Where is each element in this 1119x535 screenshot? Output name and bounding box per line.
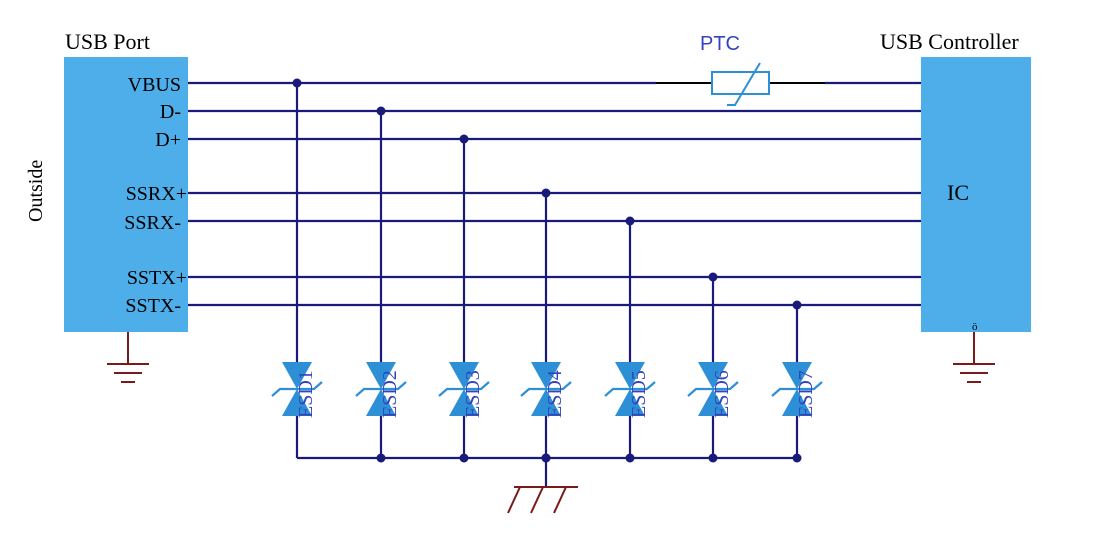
esd-label: ESD7 [795, 370, 817, 418]
ground-symbols [107, 332, 995, 514]
usb-port-title: USB Port [65, 29, 150, 54]
tvs-zener-bar [438, 381, 490, 397]
junction-dot [792, 453, 802, 463]
pin-label-sstx-minus: SSTX- [125, 295, 181, 317]
junction-dot [708, 453, 718, 463]
tvs-zener-bar [771, 381, 823, 397]
junction-dot [541, 188, 551, 198]
tvs-triangle-bottom [782, 389, 812, 416]
chassis-ground-icon [507, 486, 578, 514]
tvs-triangle-top [782, 362, 812, 389]
tvs-zener-bar [355, 381, 407, 397]
controller-ground-icon [953, 332, 995, 383]
esd-label: ESD6 [711, 370, 733, 418]
esd-device-5: ESD5 [604, 216, 656, 463]
usb-controller-block [921, 57, 1031, 332]
junction-dot [292, 78, 302, 88]
pin-label-vbus: VBUS [128, 74, 181, 96]
esd-label: ESD1 [295, 370, 317, 418]
junction-dot [541, 453, 551, 463]
esd-device-3: ESD3 [438, 134, 490, 463]
esd-label: ESD4 [544, 370, 566, 418]
tvs-triangle-top [449, 362, 479, 389]
outside-label: Outside [25, 160, 47, 222]
junction-dot [459, 453, 469, 463]
ptc-thermistor: PTC [656, 33, 825, 106]
junction-dot [376, 453, 386, 463]
tvs-triangle-bottom [366, 389, 396, 416]
esd-label: ESD3 [462, 370, 484, 418]
esd-label: ESD2 [379, 370, 401, 418]
tvs-triangle-bottom [449, 389, 479, 416]
ptc-body [711, 71, 770, 95]
controller-small-mark: ö [972, 321, 978, 333]
junction-dot [792, 300, 802, 310]
tvs-zener-bar [271, 381, 323, 397]
usb-port-block [64, 57, 188, 332]
tvs-triangle-top [366, 362, 396, 389]
tvs-triangle-bottom [615, 389, 645, 416]
esd-device-7: ESD7 [771, 300, 823, 463]
esd-device-4: ESD4 [520, 188, 572, 463]
ptc-arrow [727, 62, 761, 106]
tvs-triangle-top [531, 362, 561, 389]
junction-dot [708, 272, 718, 282]
pin-label-ssrx-minus: SSRX- [124, 212, 181, 234]
tvs-zener-bar [520, 381, 572, 397]
esd-device-2: ESD2 [355, 106, 407, 463]
pin-label-sstx-plus: SSTX+ [127, 267, 187, 289]
pin-label-ssrx-plus: SSRX+ [126, 183, 187, 205]
port-ground-icon [107, 332, 149, 383]
junction-dot [376, 106, 386, 116]
tvs-triangle-top [698, 362, 728, 389]
junction-dot [625, 216, 635, 226]
ptc-label: PTC [700, 33, 740, 55]
tvs-triangle-bottom [531, 389, 561, 416]
ic-label: IC [947, 180, 969, 205]
tvs-zener-bar [687, 381, 739, 397]
pin-label-d-plus: D+ [155, 129, 181, 151]
esd-device-6: ESD6 [687, 272, 739, 463]
usb-controller-title: USB Controller [880, 29, 1019, 54]
junction-dot [459, 134, 469, 144]
tvs-triangle-top [282, 362, 312, 389]
junction-dot [625, 453, 635, 463]
esd-device-1: ESD1 [271, 78, 323, 458]
tvs-triangle-top [615, 362, 645, 389]
tvs-zener-bar [604, 381, 656, 397]
pin-label-d-minus: D- [160, 101, 181, 123]
pin-labels: VBUS D- D+ SSRX+ SSRX- SSTX+ SSTX- [124, 74, 187, 317]
esd-label: ESD5 [628, 370, 650, 418]
tvs-triangle-bottom [698, 389, 728, 416]
esd-diodes: ESD1 ESD2 ESD3 ESD4 ESD5 ESD6 ESD7 [271, 78, 823, 463]
tvs-triangle-bottom [282, 389, 312, 416]
